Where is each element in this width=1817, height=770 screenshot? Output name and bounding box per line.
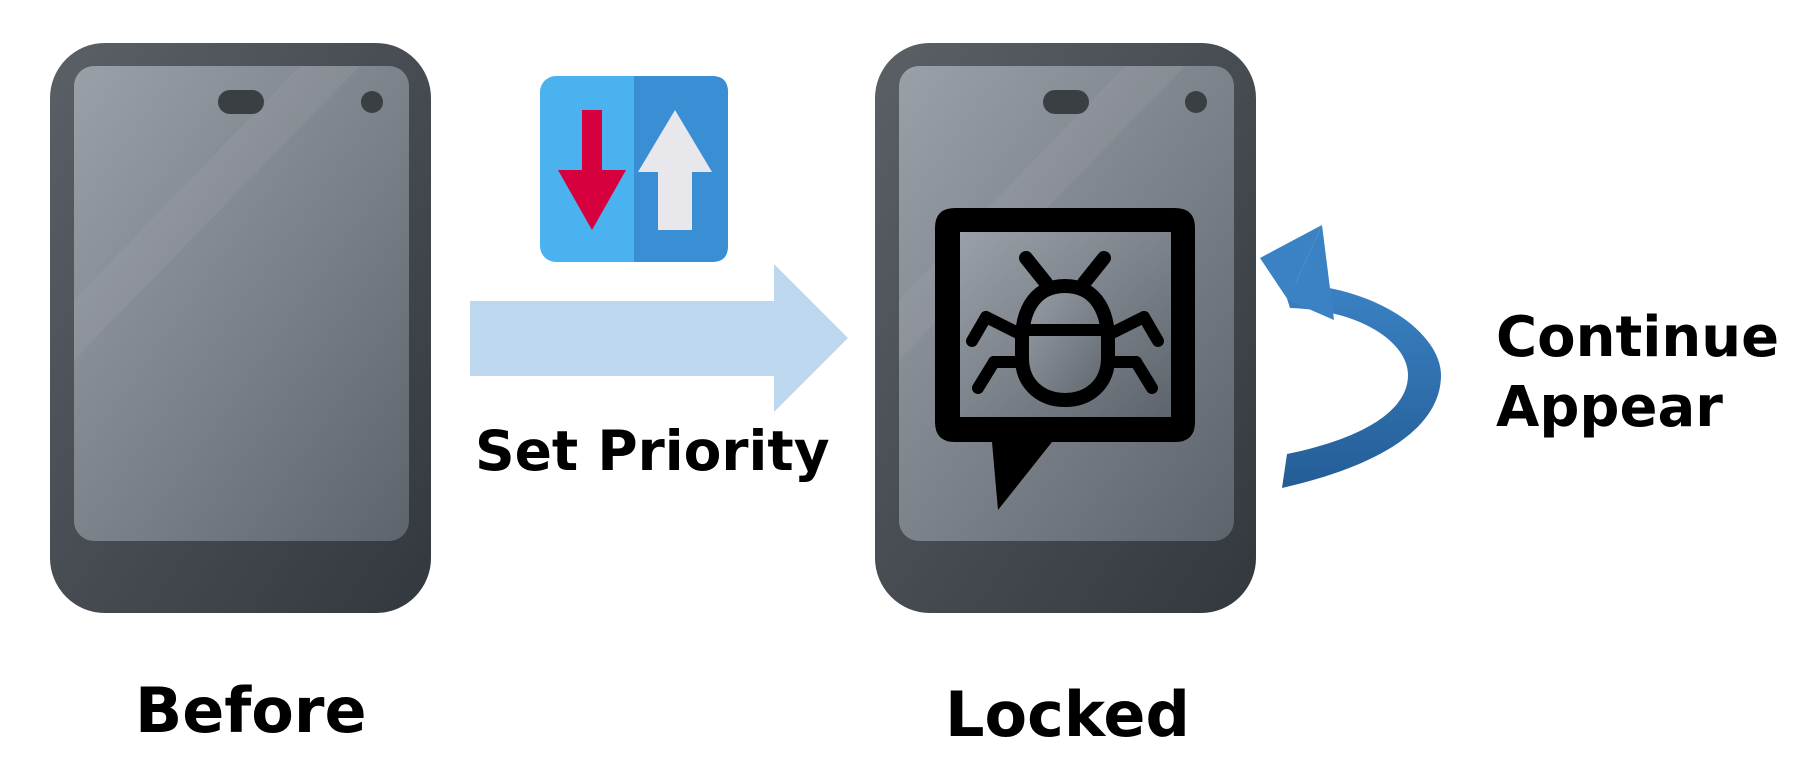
bug-message-icon [935, 208, 1195, 510]
right-arrow-icon [470, 264, 848, 412]
appear-label-line: Appear [1496, 375, 1723, 440]
circular-arrow-icon [1260, 225, 1441, 488]
continue-label-line: Continue [1496, 305, 1780, 370]
bug-icon [966, 251, 1164, 407]
locked-label: Locked [945, 678, 1190, 751]
sort-priority-icon [540, 76, 728, 262]
down-arrow-icon [558, 110, 626, 230]
phone-screen [74, 66, 409, 541]
phone-camera [361, 91, 383, 113]
up-arrow-icon [638, 110, 712, 230]
phone-before [50, 43, 431, 613]
phone-speaker [1043, 90, 1089, 114]
phone-speaker [218, 90, 264, 114]
set-priority-label: Set Priority [475, 419, 830, 483]
screen-glare [74, 66, 360, 360]
phone-camera [1185, 91, 1207, 113]
continue-appear-label: Continue Appear [1496, 303, 1779, 443]
before-label: Before [135, 674, 367, 747]
phone-locked [875, 43, 1256, 613]
